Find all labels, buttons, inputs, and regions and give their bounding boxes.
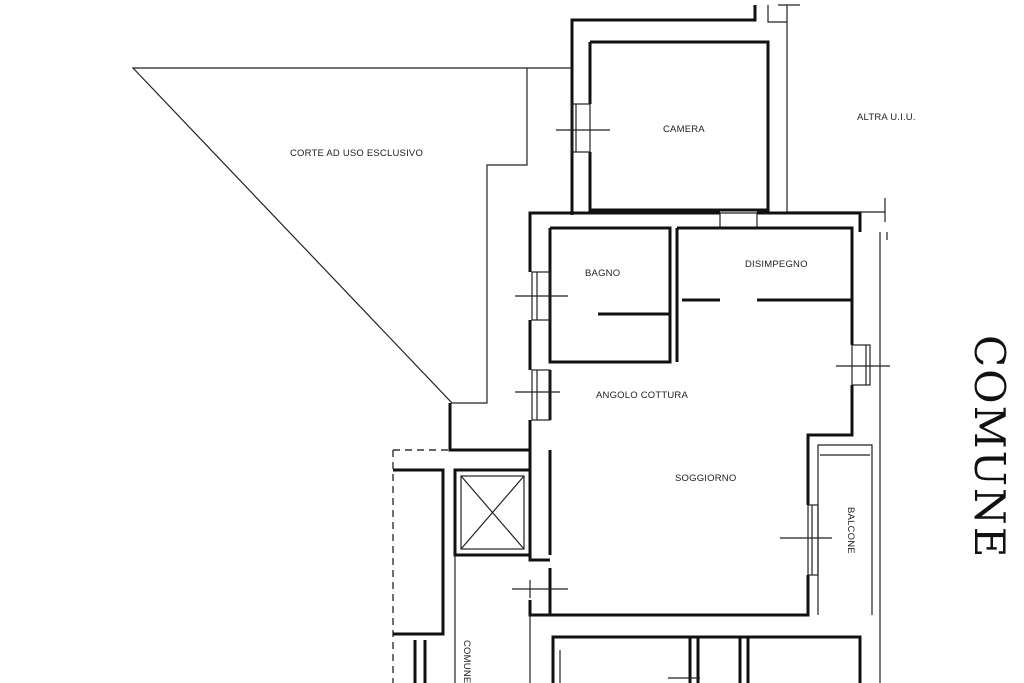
camera-room bbox=[556, 40, 770, 212]
label-soggiorno: SOGGIORNO bbox=[675, 473, 736, 484]
label-disimpegno: DISIMPEGNO bbox=[745, 259, 808, 270]
label-altra: ALTRA U.I.U. bbox=[857, 112, 916, 123]
apartment-walls bbox=[448, 211, 862, 617]
common-corridor bbox=[392, 449, 531, 683]
label-camera: CAMERA bbox=[663, 124, 705, 135]
lift-shaft bbox=[453, 468, 532, 557]
label-comune-small: COMUNE bbox=[461, 640, 472, 683]
openings bbox=[512, 271, 890, 598]
balcone-area bbox=[817, 444, 873, 615]
courtyard-outline bbox=[131, 67, 572, 404]
label-balcone: BALCONE bbox=[845, 507, 856, 554]
label-comune-outside: COMUNE bbox=[965, 335, 1014, 559]
top-passage bbox=[570, 4, 800, 215]
label-angolo-cottura: ANGOLO COTTURA bbox=[596, 390, 688, 401]
label-corte: CORTE AD USO ESCLUSIVO bbox=[290, 148, 423, 159]
lower-rooms bbox=[551, 635, 862, 683]
label-bagno: BAGNO bbox=[585, 268, 620, 279]
